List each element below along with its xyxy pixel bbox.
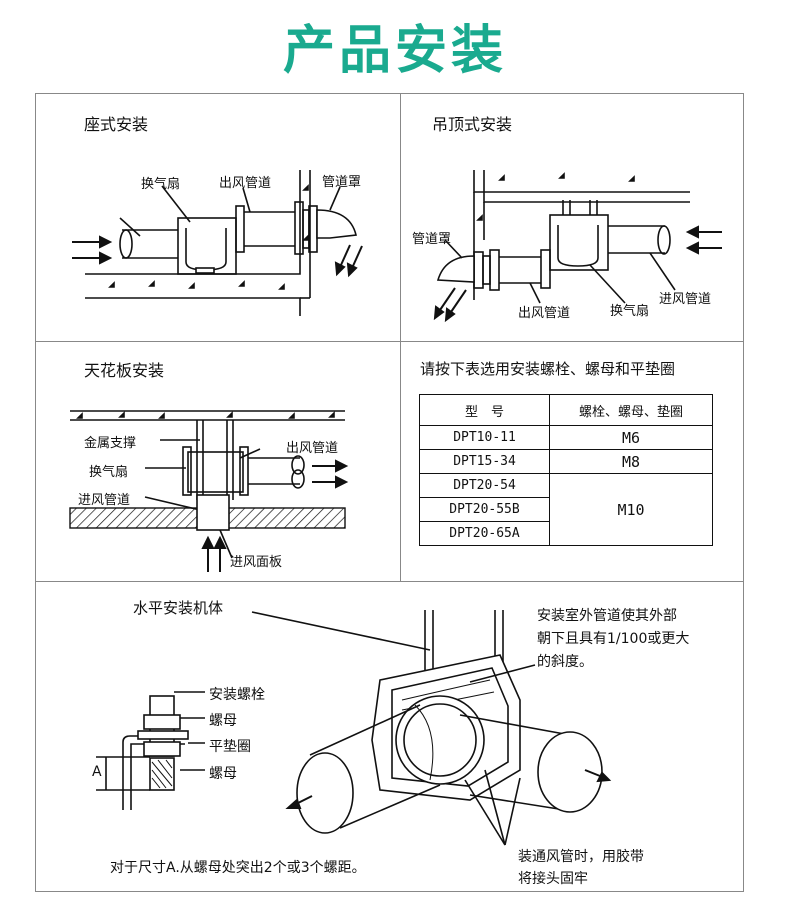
ceiling-inlet-panel-label: 进风面板 <box>230 555 283 570</box>
outdoor-note-line2: 朝下且具有1/100或更大 <box>537 631 690 647</box>
seat-duct-cover-label: 管道罩 <box>322 175 362 190</box>
table-row: DPT20-54 M10 <box>419 473 713 546</box>
table-cell-model: DPT20-55B <box>419 497 550 522</box>
table-header-hardware: 螺栓、螺母、垫圈 <box>549 394 713 426</box>
bolt-label: 安装螺栓 <box>209 687 265 703</box>
table-title: 请按下表选用安装螺栓、螺母和平垫圈 <box>420 360 676 378</box>
tape-note-line1: 装通风管时，用胶带 <box>518 849 644 865</box>
table-cell-size: M8 <box>549 449 713 474</box>
ceiling-inlet-duct-label: 进风管道 <box>78 493 131 508</box>
dimension-a-label: A <box>92 764 102 780</box>
hanging-duct-cover-label: 管道罩 <box>412 232 452 247</box>
table-row: DPT20-55B <box>419 497 713 522</box>
hanging-fan-label: 换气扇 <box>610 304 650 319</box>
table-row: DPT20-65A <box>419 521 713 546</box>
ceiling-title: 天花板安装 <box>84 361 165 380</box>
ceiling-outlet-duct-label: 出风管道 <box>286 441 339 456</box>
table-header-row: 型 号 螺栓、螺母、垫圈 <box>419 394 713 426</box>
nut-label-2: 螺母 <box>209 766 237 782</box>
outdoor-note-line1: 安装室外管道使其外部 <box>537 608 677 624</box>
outdoor-note-line3: 的斜度。 <box>537 654 593 670</box>
table-cell-model: DPT20-54 <box>419 473 550 498</box>
table-row: DPT15-34 M8 <box>419 449 713 474</box>
table-cell-model: DPT10-11 <box>419 425 550 450</box>
page-title: 产品安装 <box>282 21 507 81</box>
seat-fan-label: 换气扇 <box>141 177 181 192</box>
hanging-inlet-duct-label: 进风管道 <box>659 292 712 307</box>
panel-bottom-frame <box>35 581 744 892</box>
table-cell-model: DPT20-65A <box>419 521 550 546</box>
washer-label: 平垫圈 <box>209 739 251 755</box>
tape-note-line2: 将接头固牢 <box>518 871 588 887</box>
seat-outlet-duct-label: 出风管道 <box>219 176 272 191</box>
hanging-outlet-duct-label: 出风管道 <box>518 306 571 321</box>
seat-title: 座式安装 <box>84 115 149 134</box>
hanging-title: 吊顶式安装 <box>432 115 513 134</box>
horizontal-install-label: 水平安装机体 <box>133 599 224 617</box>
ceiling-metal-support-label: 金属支撑 <box>84 436 137 451</box>
spec-table: 型 号 螺栓、螺母、垫圈 DPT10-11 M6 DPT15-34 M8 DPT… <box>419 394 713 546</box>
table-cell-model: DPT15-34 <box>419 449 550 474</box>
dimension-note: 对于尺寸A.从螺母处突出2个或3个螺距。 <box>110 860 366 876</box>
ceiling-fan-label: 换气扇 <box>89 465 129 480</box>
nut-label-1: 螺母 <box>209 713 237 729</box>
table-cell-size: M10 <box>549 473 713 546</box>
